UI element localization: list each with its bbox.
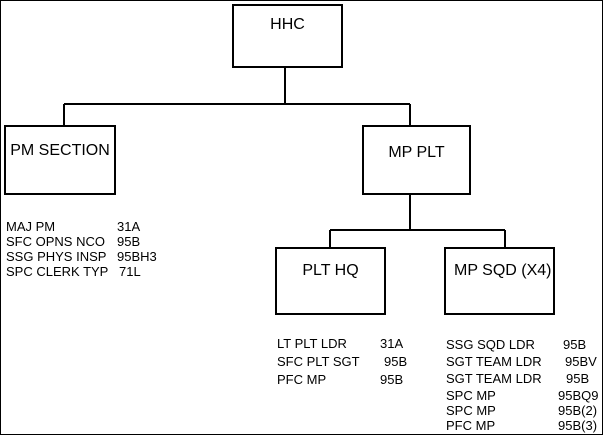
roster-position: SFC OPNS NCO: [6, 234, 105, 249]
roster-position: PFC MP: [446, 418, 496, 433]
roster-position: PFC MP: [277, 372, 327, 387]
roster-code: 95B: [563, 337, 587, 352]
node-mp-plt-label: MP PLT: [388, 144, 445, 161]
roster-code: 95B: [380, 372, 404, 387]
roster-position: LT PLT LDR: [277, 336, 347, 351]
roster-position: SGT TEAM LDR: [446, 354, 542, 369]
node-mp-sqd: MP SQD (X4): [444, 247, 555, 315]
roster-position: SFC PLT SGT: [277, 354, 360, 369]
roster-position: SPC CLERK TYP: [6, 264, 109, 279]
roster-position: SSG PHYS INSP: [6, 249, 107, 264]
roster-code: 71L: [119, 264, 141, 279]
roster-code: 95BV: [565, 354, 597, 369]
roster-code: 95B(3): [558, 418, 598, 433]
roster-position: SPC MP: [446, 403, 496, 418]
node-mp-sqd-label: MP SQD (X4): [454, 262, 552, 279]
node-mp-plt: MP PLT: [362, 125, 471, 195]
roster-code: 31A: [117, 219, 141, 234]
node-hhc-label: HHC: [270, 16, 305, 33]
roster-code: 95B: [566, 371, 590, 386]
roster-code: 95BH3: [117, 249, 157, 264]
node-pm-section-label: PM SECTION: [10, 142, 110, 159]
roster-code: 95BQ9: [558, 388, 599, 403]
node-plt-hq-label: PLT HQ: [302, 262, 359, 279]
node-pm-section: PM SECTION: [4, 125, 116, 195]
roster-code: 31A: [380, 336, 404, 351]
roster-position: MAJ PM: [6, 219, 56, 234]
roster-code: 95B(2): [558, 403, 598, 418]
roster-position: SGT TEAM LDR: [446, 371, 542, 386]
roster-position: SSG SQD LDR: [446, 337, 535, 352]
node-hhc: HHC: [232, 4, 343, 68]
node-plt-hq: PLT HQ: [275, 247, 386, 315]
roster-code: 95B: [117, 234, 141, 249]
roster-code: 95B: [384, 354, 408, 369]
roster-position: SPC MP: [446, 388, 496, 403]
